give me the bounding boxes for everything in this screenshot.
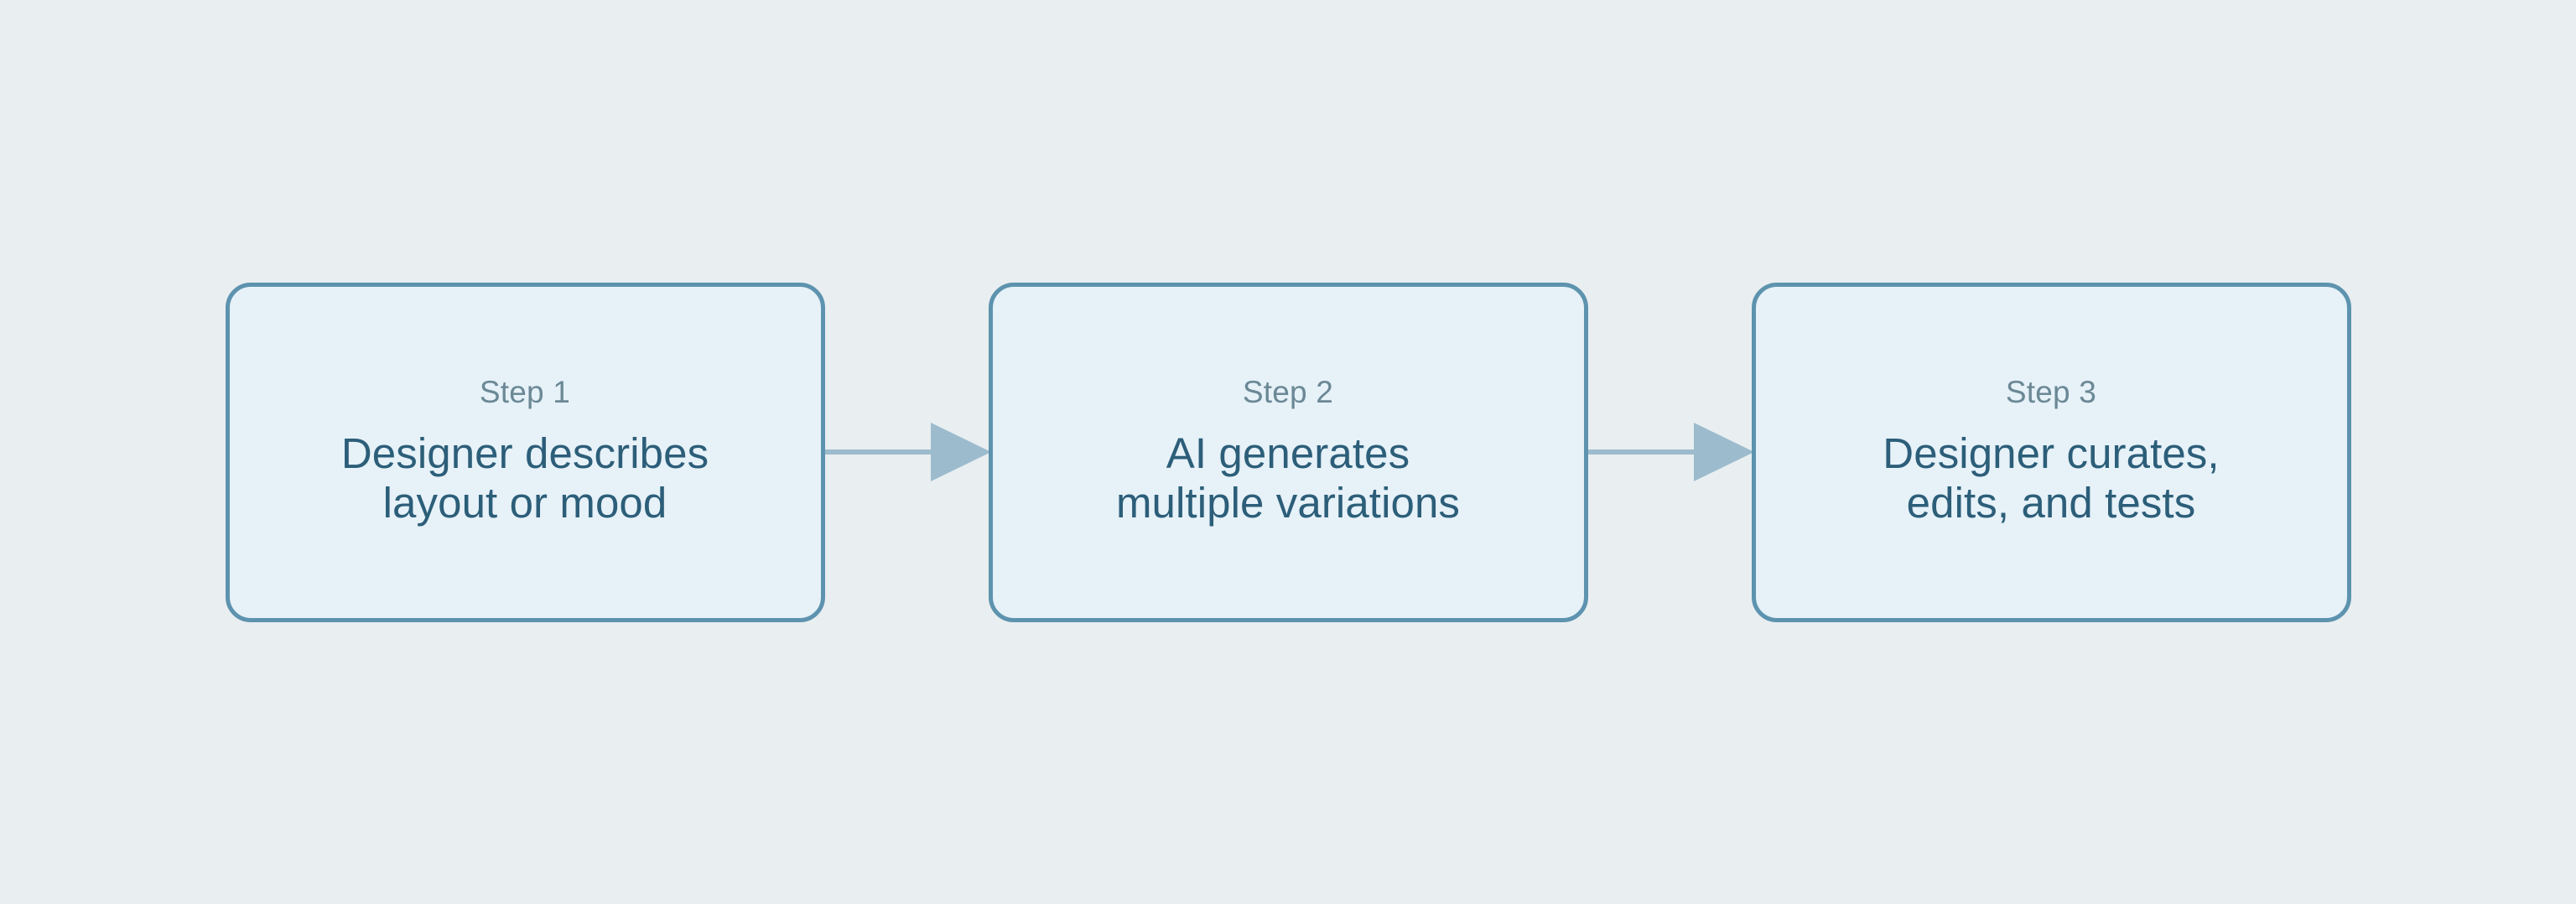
- connector-line-2: [1587, 449, 1697, 455]
- arrow-right-icon: [930, 422, 991, 481]
- step-title-1-line-2: layout or mood: [382, 479, 667, 527]
- step-title-2-line-1: AI generates: [1166, 429, 1410, 477]
- connector-step2-step3: [1587, 283, 1754, 622]
- step-title-1-line-1: Designer describes: [340, 429, 709, 477]
- step-label-3: Step 3: [2005, 375, 2097, 409]
- connector-step1-step2: [824, 283, 991, 622]
- step-title-2-line-2: multiple variations: [1115, 479, 1461, 527]
- step-title-2: AI generates multiple variations: [1094, 429, 1482, 528]
- flow-node-step-1[interactable]: Step 1 Designer describes layout or mood: [225, 282, 825, 622]
- flow-node-step-2[interactable]: Step 2 AI generates multiple variations: [988, 282, 1588, 622]
- arrow-right-icon: [1693, 422, 1754, 481]
- step-title-3: Designer curates, edits, and tests: [1861, 429, 2241, 528]
- step-label-1: Step 1: [479, 375, 571, 409]
- step-title-3-line-1: Designer curates,: [1883, 429, 2220, 477]
- step-title-3-line-2: edits, and tests: [1906, 479, 2196, 527]
- step-title-1: Designer describes layout or mood: [319, 429, 730, 528]
- connector-line-1: [824, 449, 934, 455]
- flow-node-step-3[interactable]: Step 3 Designer curates, edits, and test…: [1751, 282, 2351, 622]
- step-label-2: Step 2: [1242, 375, 1334, 409]
